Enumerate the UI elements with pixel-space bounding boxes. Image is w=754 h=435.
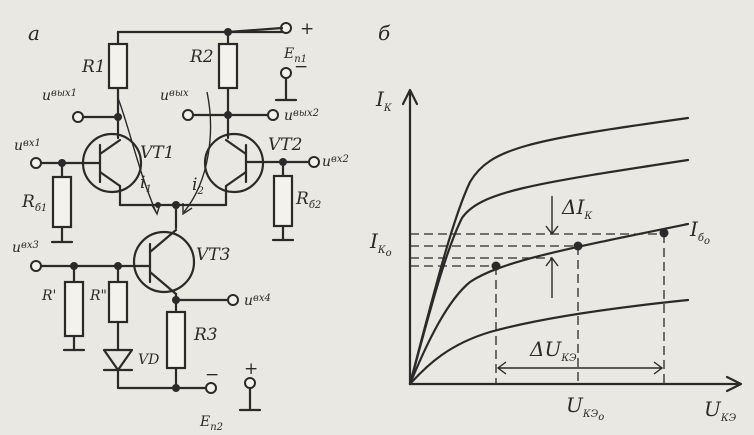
resistor-rb1	[51, 175, 73, 229]
label-vt3: VT3	[196, 245, 230, 265]
rp-ground	[62, 264, 86, 352]
label-r1: R1	[81, 57, 106, 77]
delta-ik-arrow-bottom	[545, 256, 559, 298]
label-ik0: IКо	[369, 229, 392, 259]
label-uvyh: uвых	[160, 88, 189, 104]
curve-ib-3	[408, 158, 690, 386]
x-axis-label: UКЭ	[704, 397, 737, 424]
label-vt1: VT1	[140, 143, 174, 163]
resistor-r2	[217, 42, 239, 90]
vt1-leads	[98, 138, 122, 188]
label-uke0: UКЭо	[566, 393, 604, 423]
diode-vd	[102, 348, 134, 372]
terminal-en1-minus	[280, 67, 292, 79]
label-en1: Eп1	[283, 46, 307, 65]
label-uvh1: uвх1	[14, 138, 41, 154]
characteristics-panel: б IК UКЭ ΔIК ΔUКЭ IКо Iбо	[369, 21, 743, 424]
curve-ib0	[408, 222, 690, 386]
label-delta-uke: ΔUКЭ	[529, 337, 577, 364]
resistor-r3	[165, 310, 187, 370]
label-rpp: R"	[89, 288, 107, 304]
label-en2-minus: −	[205, 365, 219, 385]
arrowhead	[151, 203, 161, 216]
label-i2: i2	[192, 175, 204, 197]
y-axis-label: IК	[375, 87, 392, 114]
transistor-vt3	[132, 230, 196, 294]
vt2-leads	[224, 138, 248, 188]
label-vt2: VT2	[268, 135, 302, 155]
terminal-uvh3	[30, 260, 42, 272]
label-en1-plus: +	[300, 19, 314, 39]
label-vd: VD	[138, 352, 159, 368]
resistor-rpp	[107, 280, 129, 324]
circuit-panel: а	[12, 19, 349, 433]
en1-ground	[274, 76, 298, 102]
wire	[226, 26, 284, 34]
label-r3: R3	[193, 325, 218, 345]
terminal-en2-plus	[244, 377, 256, 389]
terminal-uvh4	[227, 294, 239, 306]
x-axis-arrow	[725, 375, 743, 393]
resistor-rp	[63, 280, 85, 338]
terminal-uvyh1	[72, 111, 84, 123]
label-uvyh2: uвых2	[284, 108, 319, 124]
label-rb2: Rб2	[295, 189, 321, 211]
label-uvh2: uвх2	[322, 154, 349, 170]
delta-ik-arrow-top	[545, 196, 559, 236]
label-uvh3: uвх3	[12, 240, 39, 256]
panel-a-letter: а	[28, 21, 40, 45]
label-rp: R'	[41, 288, 56, 304]
label-uvh4: uвх4	[244, 293, 271, 309]
curve-ib-1	[408, 298, 690, 386]
terminal-en2-minus	[205, 382, 217, 394]
label-i1: i1	[140, 173, 152, 195]
rb2-ground	[271, 160, 295, 242]
terminal-uvh2	[308, 156, 320, 168]
arrowhead	[182, 203, 193, 216]
label-en2-plus: +	[244, 359, 258, 379]
wire	[116, 368, 178, 390]
current-arrow-i1	[117, 97, 157, 213]
label-rb1: Rб1	[21, 192, 47, 214]
label-en1-minus: −	[294, 57, 308, 77]
label-ib0: Iбо	[689, 217, 710, 247]
en2-ground	[238, 386, 262, 412]
junction-dot	[114, 113, 122, 121]
panel-b-letter: б	[378, 21, 391, 45]
resistor-rb2	[272, 174, 294, 228]
operating-point-q	[573, 241, 583, 251]
delta-uke-arrow	[496, 361, 664, 375]
y-axis-arrow	[401, 88, 419, 106]
operating-point	[659, 228, 669, 238]
terminal-uvyh	[182, 109, 194, 121]
vt3-leads	[148, 228, 178, 296]
label-delta-ik: ΔIК	[561, 195, 592, 222]
operating-point	[491, 261, 501, 271]
rb1-ground	[50, 161, 74, 244]
label-r2: R2	[189, 47, 214, 67]
label-en2: Eп2	[199, 414, 223, 433]
label-uvyh1: uвых1	[42, 88, 77, 104]
resistor-r1	[107, 42, 129, 90]
terminal-uvh1	[30, 157, 42, 169]
terminal-uvyh2	[267, 109, 279, 121]
current-arrow-i2	[183, 91, 212, 213]
